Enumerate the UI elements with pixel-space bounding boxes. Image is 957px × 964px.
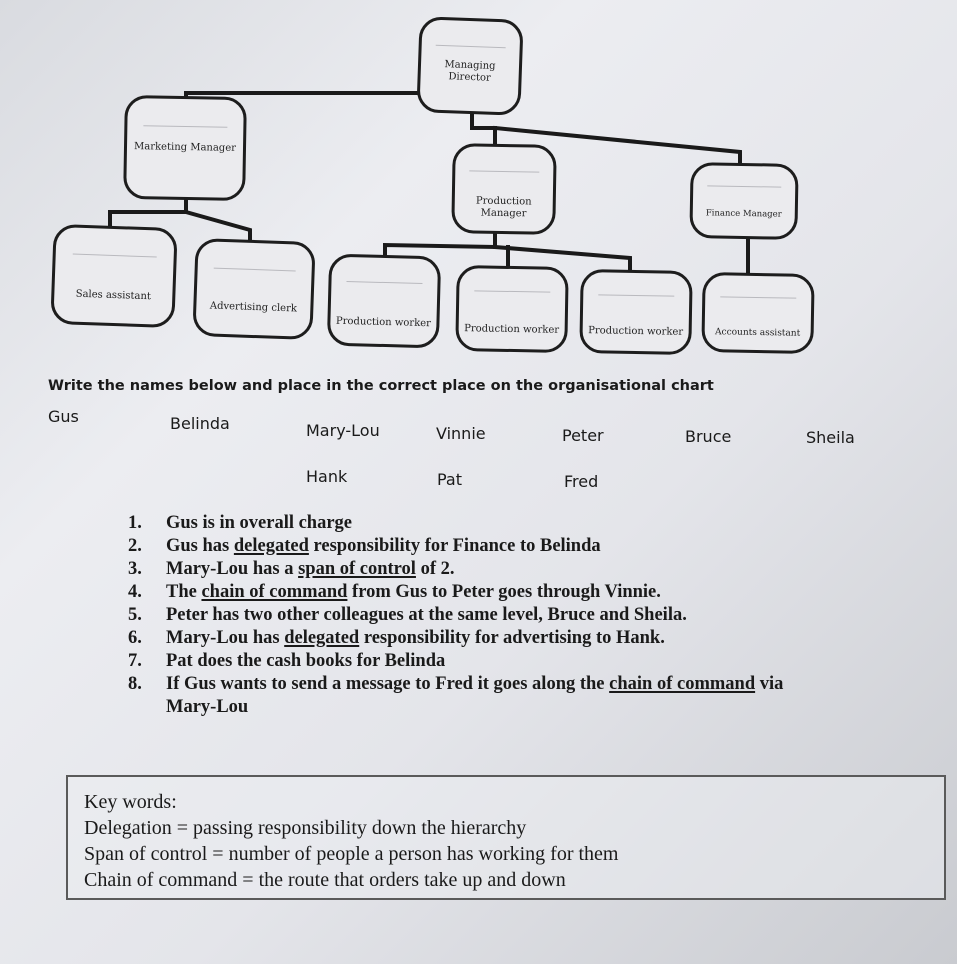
clue-item: 7.Pat does the cash books for Belinda [128,651,446,671]
line-marketing-to-advert [183,209,252,245]
node-sales-assistant: Sales assistant [50,223,178,329]
key-word-delegation: Delegation = passing responsibility down… [84,817,527,839]
node-label: Accounts assistant [714,326,801,339]
node-managing-director: Managing Director [416,16,524,116]
clue-item: 1.Gus is in overall charge [128,513,353,533]
instruction-text: Write the names below and place in the c… [48,378,714,394]
line-production-branch [383,228,497,260]
key-word-chain-of-command: Chain of command = the route that orders… [84,869,566,891]
line-production-to-worker3 [492,244,632,274]
node-label: Production Manager [475,195,532,219]
node-label: Marketing Manager [133,141,237,155]
name-vinnie: Vinnie [436,424,486,443]
clue-list: 1.Gus is in overall charge 2.Gus has del… [128,512,783,719]
clue-item: 2.Gus has delegated responsibility for F… [128,536,601,556]
key-words-title: Key words: [84,791,177,813]
node-advertising-clerk: Advertising clerk [192,237,316,341]
name-belinda: Belinda [170,414,230,433]
line-md-to-production [470,108,497,150]
node-label: Sales assistant [75,288,152,302]
node-production-worker-3: Production worker [579,269,693,355]
node-label: Finance Manager [705,208,782,220]
clue-item: 6.Mary-Lou has delegated responsibility … [128,628,665,648]
clue-item: 5.Peter has two other colleagues at the … [128,605,687,625]
node-label: Production worker [464,322,560,336]
name-fred: Fred [564,472,599,491]
clue-item: 3.Mary-Lou has a span of control of 2. [128,559,455,579]
node-production-worker-1: Production worker [326,253,442,349]
node-accounts-assistant: Accounts assistant [701,272,815,354]
key-words-box: Key words: Delegation = passing responsi… [66,775,946,900]
line-marketing-branch [108,194,188,232]
node-label: Managing Director [444,59,496,84]
node-marketing-manager: Marketing Manager [123,94,247,202]
name-bruce: Bruce [685,427,732,446]
clue-item: 4.The chain of command from Gus to Peter… [128,582,661,602]
node-label: Advertising clerk [209,299,298,315]
node-production-worker-2: Production worker [455,265,569,353]
key-word-span-of-control: Span of control = number of people a per… [84,843,619,865]
name-gus: Gus [48,407,79,426]
name-sheila: Sheila [806,428,855,447]
node-label: Production worker [588,324,684,338]
node-production-manager: Production Manager [451,143,557,235]
name-hank: Hank [306,467,348,486]
name-peter: Peter [562,426,604,445]
name-mary-lou: Mary-Lou [306,421,380,440]
clue-item: 8.If Gus wants to send a message to Fred… [128,674,784,717]
node-label: Production worker [335,315,432,329]
name-pat: Pat [437,470,463,489]
node-finance-manager: Finance Manager [689,162,799,240]
line-md-to-finance [492,125,742,167]
